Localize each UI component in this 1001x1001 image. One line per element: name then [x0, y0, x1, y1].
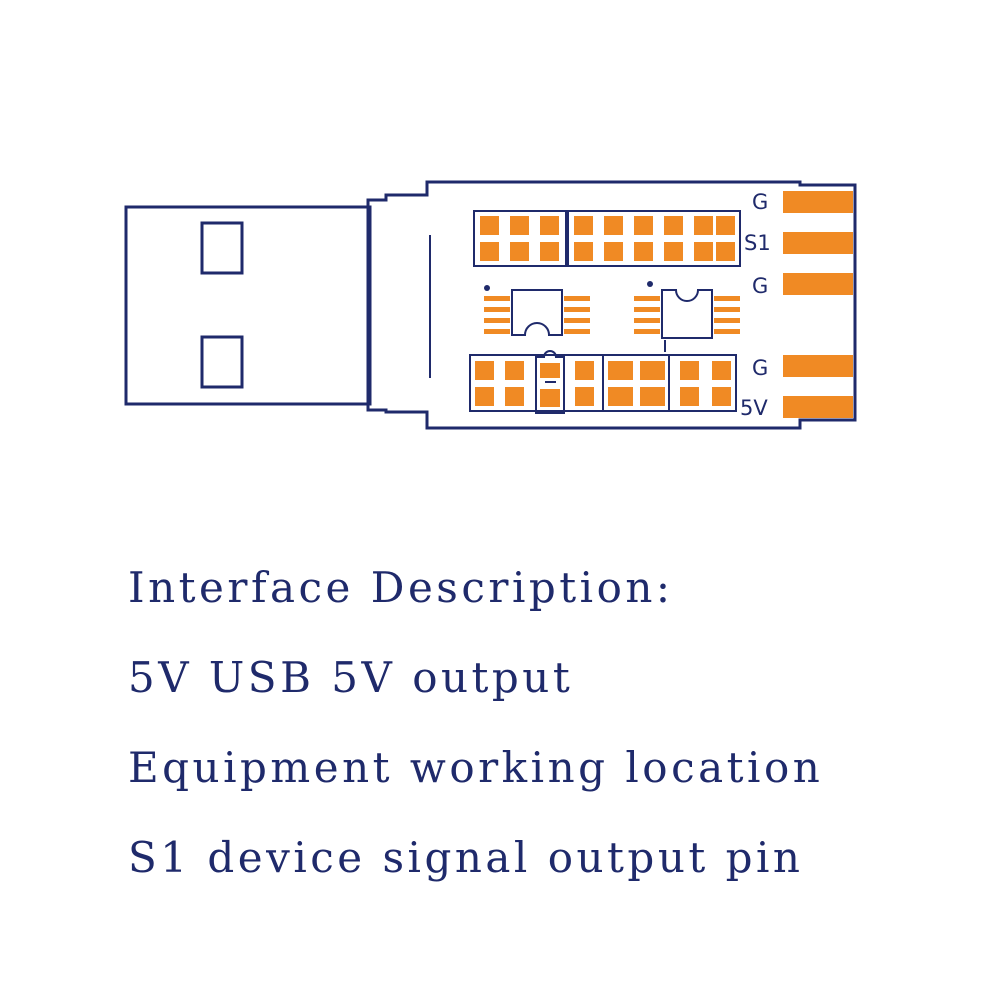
usb-plug-hole-top — [200, 221, 244, 275]
edge-pad-g2 — [783, 273, 853, 295]
pin-label-g3: G — [752, 356, 768, 380]
pin-labels: G S1 G G 5V — [740, 190, 771, 420]
interface-description-heading: Interface Description: — [128, 563, 674, 612]
description-line-working-location: Equipment working location — [128, 743, 824, 792]
pin-label-g2: G — [752, 274, 768, 298]
resistor-group-left — [473, 210, 567, 267]
edge-pad-g3 — [783, 355, 853, 377]
description-line-s1-signal: S1 device signal output pin — [128, 833, 804, 882]
edge-pad-s1 — [783, 232, 853, 254]
pin-label-g1: G — [752, 190, 768, 214]
edge-pad-5v — [783, 396, 853, 418]
ic-right-pin1-dot — [647, 281, 653, 287]
description-line-5v: 5V USB 5V output — [128, 653, 574, 702]
usb-plug — [124, 205, 372, 406]
resistor-array-top — [473, 210, 741, 267]
diode-outline — [535, 350, 565, 414]
usb-plug-body — [124, 205, 372, 406]
ic-chip-right — [634, 281, 740, 339]
pin-label-5v: 5V — [740, 396, 768, 420]
resistor-group-right — [567, 210, 741, 267]
ic-chip-left — [484, 285, 590, 336]
component-row-bottom — [469, 340, 737, 414]
usb-plug-hole-bottom — [200, 335, 244, 389]
pcb-outline — [366, 180, 857, 430]
ic-left-pin1-dot — [484, 285, 490, 291]
ic-left-body — [511, 289, 563, 336]
edge-pad-g1 — [783, 191, 853, 213]
capacitor-outline — [602, 354, 670, 412]
usb-board-diagram: G S1 G G 5V — [124, 180, 857, 430]
ic-right-body — [661, 289, 713, 339]
pcb-edge — [366, 180, 857, 430]
edge-connector-pads — [783, 191, 853, 418]
pin-label-s1: S1 — [744, 231, 771, 255]
